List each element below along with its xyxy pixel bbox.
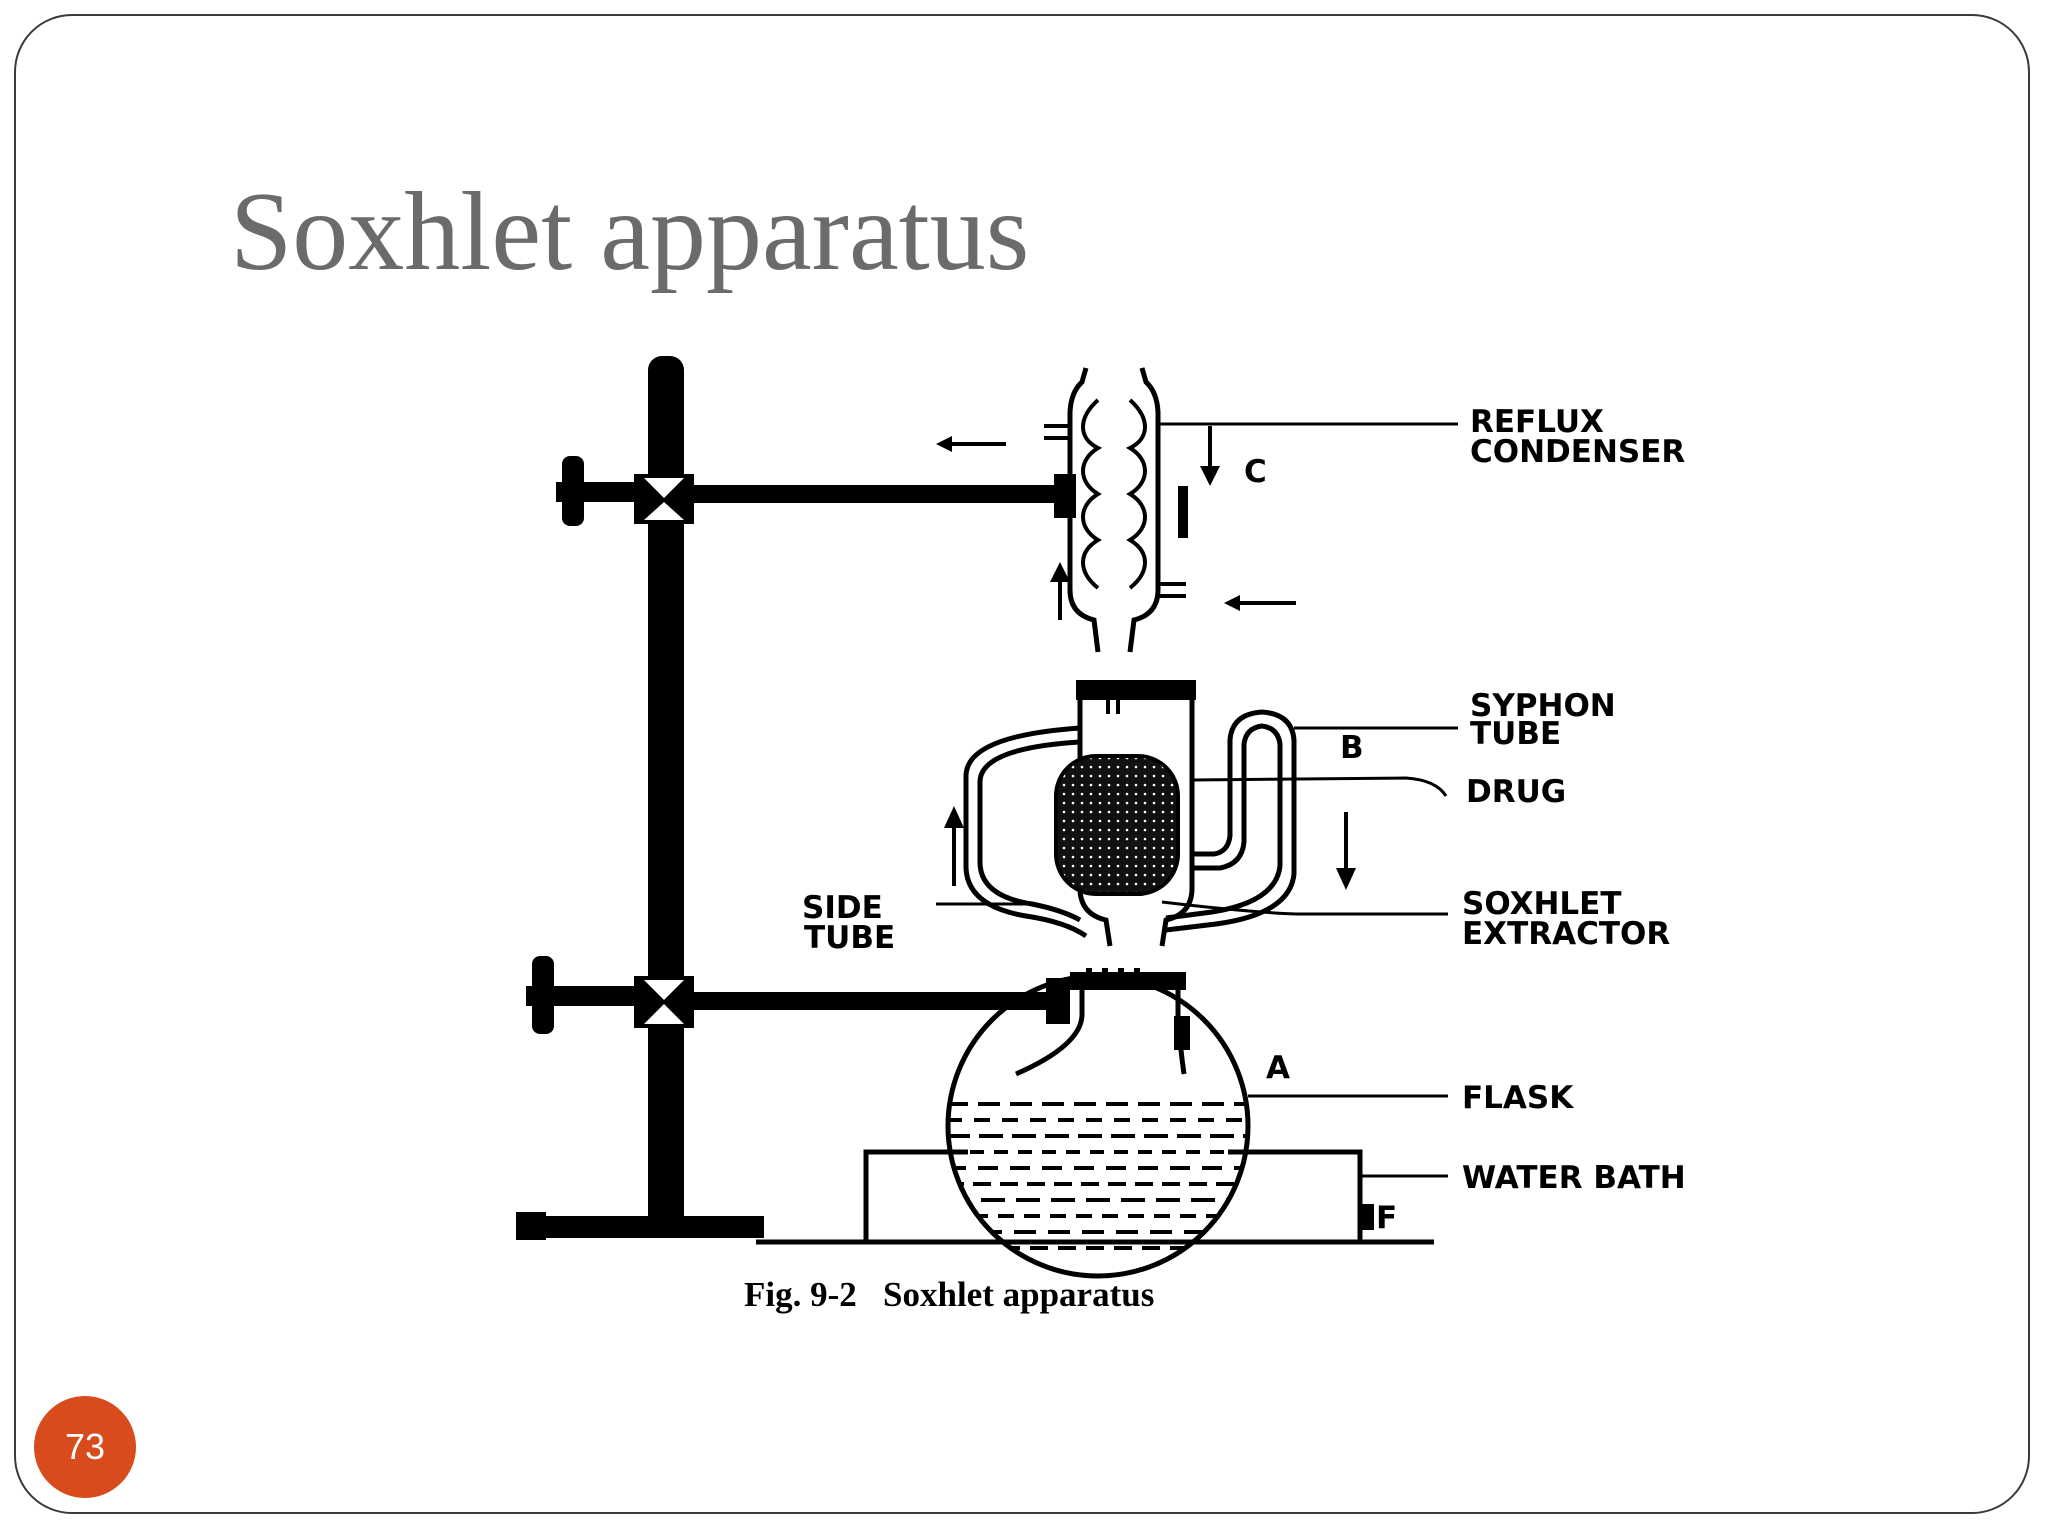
label-reflux: REFLUX <box>1470 404 1604 440</box>
reflux-condenser <box>1044 367 1188 653</box>
label-a: A <box>1266 1050 1290 1086</box>
figure-caption: Fig. 9-2 Soxhlet apparatus <box>744 1275 1154 1314</box>
label-f: F <box>1376 1200 1397 1236</box>
label-flask: FLASK <box>1462 1080 1574 1116</box>
slide-number-badge: 73 <box>34 1396 136 1498</box>
label-syphon-tube: TUBE <box>1470 716 1561 752</box>
slide: Soxhlet apparatus <box>14 14 2030 1514</box>
diagram-labels: REFLUX CONDENSER C SYPHON TUBE B DRUG SI… <box>802 404 1686 1236</box>
upper-clamp <box>556 456 1076 526</box>
label-water-bath: WATER BATH <box>1462 1160 1686 1196</box>
leader-lines <box>936 422 1458 1178</box>
soxhlet-diagram: REFLUX CONDENSER C SYPHON TUBE B DRUG SI… <box>16 16 2028 1512</box>
slide-title: Soxhlet apparatus <box>230 170 1030 294</box>
round-bottom-flask <box>945 968 1251 1279</box>
label-c: C <box>1244 454 1267 490</box>
label-drug: DRUG <box>1466 774 1566 810</box>
label-b: B <box>1340 730 1364 766</box>
lower-clamp <box>526 956 1070 1034</box>
water-bath <box>756 1149 1434 1245</box>
drug-thimble <box>1054 754 1180 896</box>
label-syphon: SYPHON <box>1470 688 1616 724</box>
water-flow-arrows <box>936 426 1296 620</box>
extractor-arrows <box>944 806 1356 890</box>
label-side-tube: TUBE <box>804 920 895 956</box>
label-side: SIDE <box>802 890 883 926</box>
label-condenser: CONDENSER <box>1470 434 1685 470</box>
label-extractor: EXTRACTOR <box>1462 916 1670 952</box>
label-soxhlet: SOXHLET <box>1462 886 1622 922</box>
soxhlet-diagram-svg: REFLUX CONDENSER C SYPHON TUBE B DRUG SI… <box>516 356 1686 1314</box>
